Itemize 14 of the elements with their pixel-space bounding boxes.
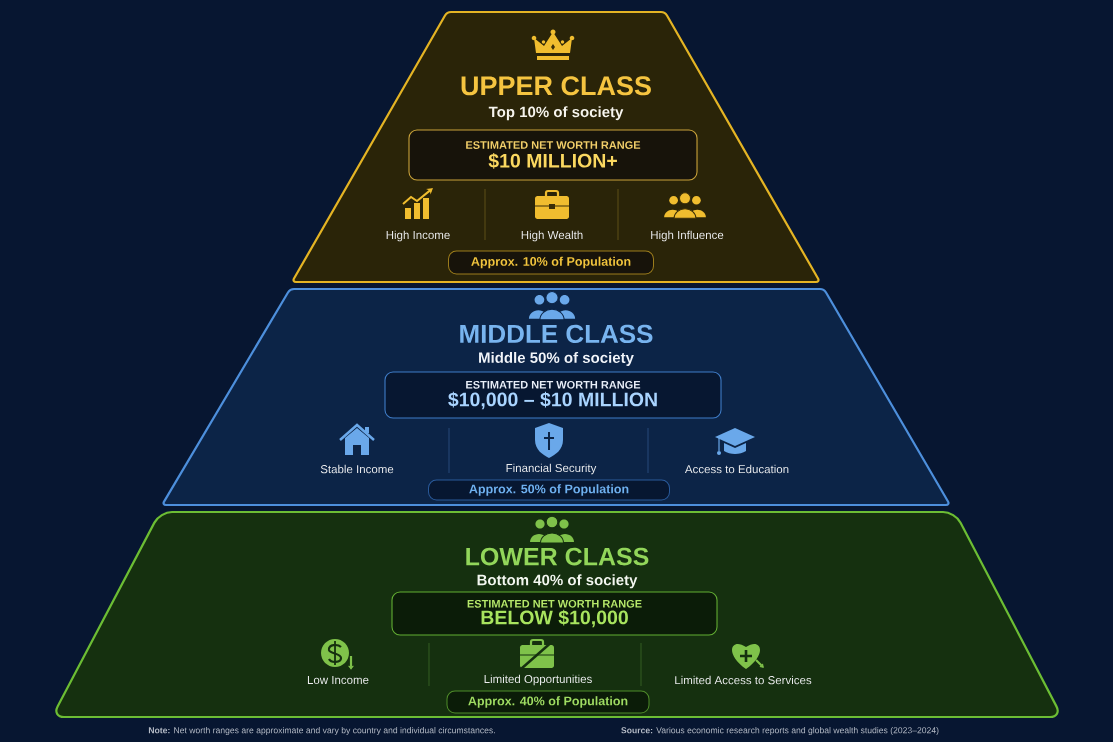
feature-label: Limited Access to Services [675, 675, 812, 685]
net-worth-box: ESTIMATED NET WORTH RANGE $10,000 – $10 MILLION [384, 371, 722, 419]
population-pill: Approx. 50% of Population [428, 479, 670, 501]
population-pill: Approx. 10% of Population [448, 250, 654, 275]
feature-label: Low Income [307, 676, 369, 684]
population-pill: Approx. 40% of Population [446, 690, 650, 714]
feature-label: High Influence [651, 230, 724, 242]
note-text: Note: Net worth ranges are approximate and vary by country and individual circumstances. [148, 727, 495, 735]
net-worth-box: ESTIMATED NET WORTH RANGE BELOW $10,000 [391, 591, 718, 636]
feature-label: High Income [386, 230, 450, 242]
feature-label: Access to Education [684, 464, 789, 474]
feature-label: Stable Income [320, 464, 394, 474]
source-text: Source: Various economic research reports and global wealth studies (2023–2024) [621, 727, 939, 735]
net-worth-box: ESTIMATED NET WORTH RANGE $10 MILLION+ [408, 129, 698, 181]
